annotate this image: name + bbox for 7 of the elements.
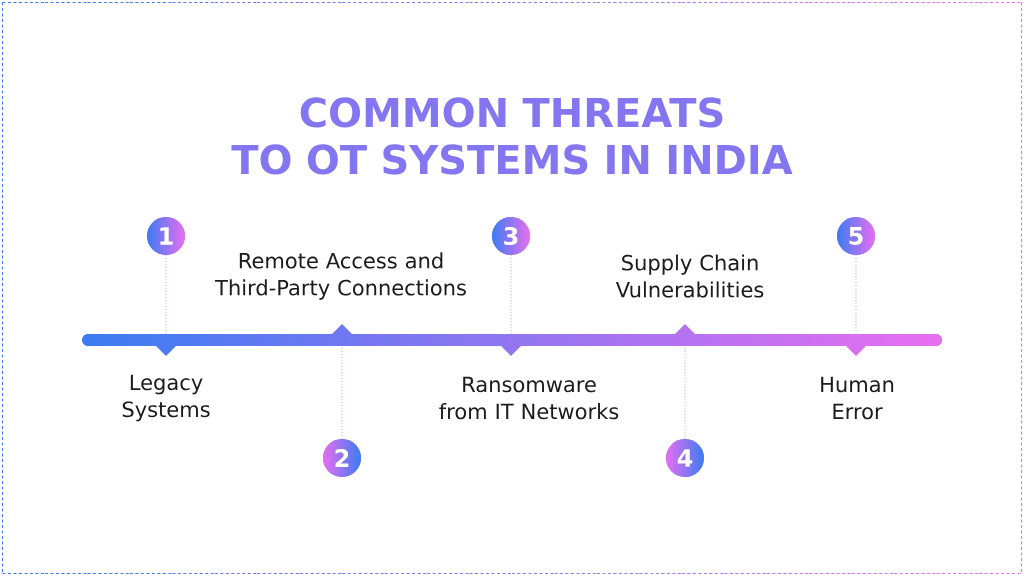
title: COMMON THREATS TO OT SYSTEMS IN INDIA [231,97,793,175]
step-caption: Legacy Systems [122,374,210,422]
step-caption: Supply Chain Vulnerabilities [615,254,764,298]
step-caption: Ransomware from IT Networks [439,376,619,420]
step-caption: Human Error [821,376,894,420]
timeline-bar [82,334,942,346]
step-caption: Remote Access and Third-Party Connections [215,252,466,300]
